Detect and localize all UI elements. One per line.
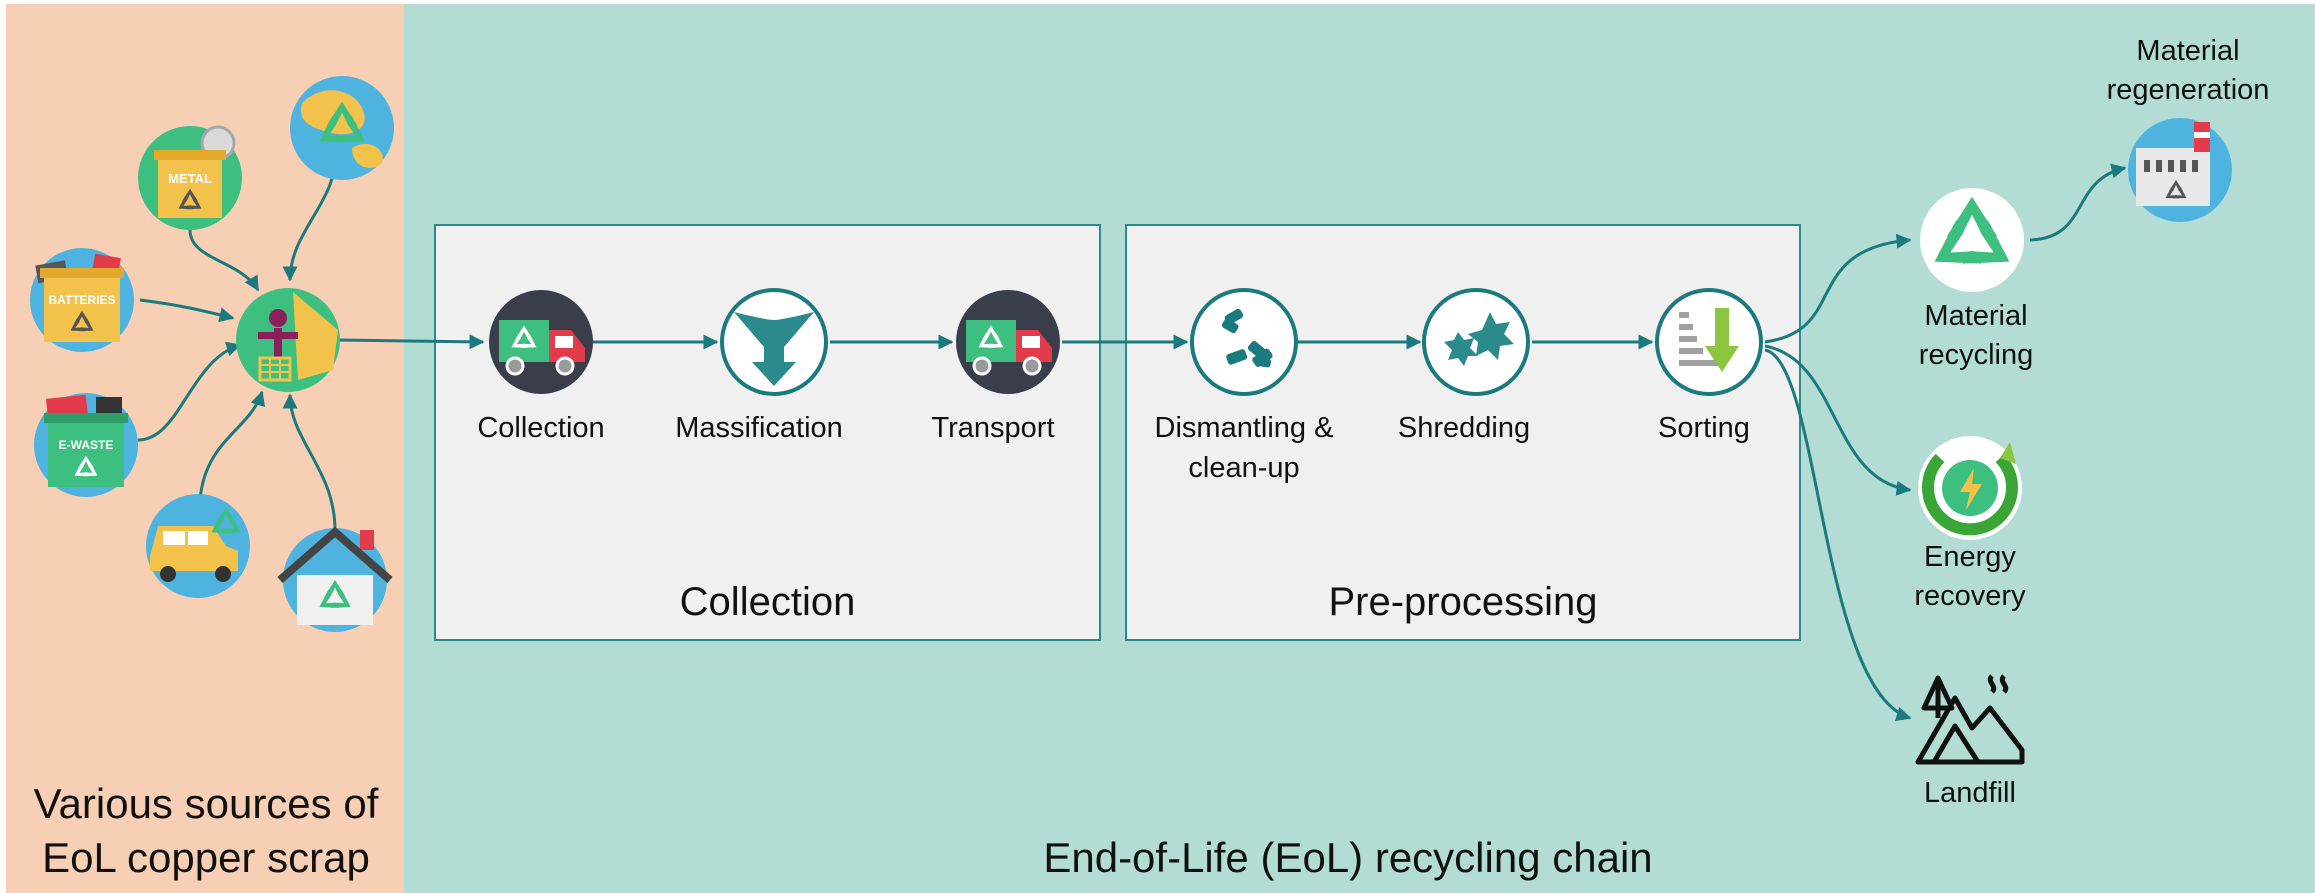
arrow-car-to-hub: [198, 390, 266, 501]
e-waste-bin-icon: E-WASTE: [34, 393, 138, 497]
step-label-massification: Massification: [675, 412, 843, 444]
metal-bin-icon: METAL: [138, 125, 242, 230]
arrow-house-to-hub: [282, 393, 337, 531]
e-waste-bin-label: E-WASTE: [59, 438, 114, 452]
step-label-dismantling-line1: Dismantling &: [1155, 412, 1334, 444]
step-label-sorting: Sorting: [1658, 412, 1750, 444]
material-regeneration-factory-icon: [2128, 118, 2232, 222]
chain-title: End-of-Life (EoL) recycling chain: [1043, 834, 1652, 881]
step-label-collection: Collection: [477, 412, 604, 444]
car-recycle-icon: [146, 494, 250, 598]
arrow-batteries-to-hub: [139, 298, 235, 323]
step-label-transport: Transport: [931, 412, 1054, 444]
transport-truck-icon: [956, 290, 1060, 394]
shredding-stars-icon: [1422, 288, 1530, 396]
dismantling-parts-icon: [1190, 288, 1298, 396]
material-recycling-icon: [1920, 188, 2024, 292]
output-label-material-regeneration-line2: regeneration: [2107, 74, 2270, 106]
output-label-material-recycling-line1: Material: [1924, 300, 2027, 332]
preprocessing-stage-title: Pre-processing: [1328, 580, 1598, 624]
sorting-list-icon: [1655, 288, 1763, 396]
step-label-shredding: Shredding: [1398, 412, 1530, 444]
energy-recovery-icon: [1918, 436, 2022, 540]
metal-bin-label: METAL: [168, 171, 212, 186]
collection-stage-title: Collection: [679, 580, 856, 624]
step-label-dismantling-line2: clean-up: [1188, 452, 1299, 484]
arrow-sorting-to-landfill: [1764, 348, 1912, 722]
recycling-person-icon: [236, 288, 340, 392]
batteries-bin-label: BATTERIES: [48, 293, 115, 307]
globe-recycle-icon: [290, 76, 394, 180]
output-label-energy-recovery-line1: Energy: [1924, 541, 2016, 573]
output-label-material-regeneration-line1: Material: [2136, 35, 2239, 67]
output-label-material-recycling-line2: recycling: [1919, 339, 2033, 371]
output-label-energy-recovery-line2: recovery: [1914, 580, 2026, 612]
arrow-ewaste-to-hub: [137, 341, 242, 442]
output-label-landfill: Landfill: [1924, 777, 2016, 809]
house-recycle-icon: [277, 526, 393, 632]
massification-funnel-icon: [720, 288, 828, 396]
arrow-recycling-to-regeneration: [2029, 163, 2127, 242]
arrow-hub-to-collection: [339, 334, 485, 350]
sources-title-line2: EoL copper scrap: [42, 834, 370, 881]
arrow-sorting-to-energy-recovery: [1764, 344, 1912, 496]
collection-truck-icon: [489, 290, 593, 394]
landfill-icon: [1915, 674, 2025, 765]
arrow-sorting-to-material-recycling: [1764, 233, 1912, 344]
batteries-bin-icon: BATTERIES: [30, 248, 134, 352]
arrow-metal-to-hub: [188, 229, 260, 292]
sources-title-line1: Various sources of: [34, 780, 379, 827]
